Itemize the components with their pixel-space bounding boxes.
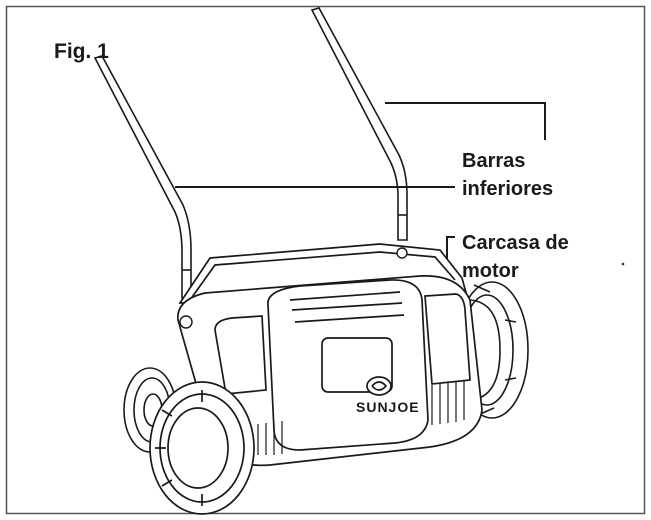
- mount-bolts: [179, 247, 408, 329]
- left-lower-bar: [93, 55, 192, 299]
- figure-title: Fig. 1: [54, 40, 109, 63]
- lower-bars-label-line2: inferiores: [462, 178, 554, 200]
- lower-bars-label-line1: Barras: [462, 150, 526, 172]
- figure-frame: [5, 5, 646, 515]
- brand-emblem: [366, 376, 392, 396]
- motor-housing: [177, 243, 483, 467]
- motor-housing-label-line1: Carcasa de: [462, 232, 569, 254]
- front-left-wheel: [149, 381, 255, 515]
- motor-housing-label-line2: motor: [462, 260, 519, 282]
- right-lower-bar: [310, 7, 408, 241]
- callout-line-right-bar: [385, 102, 546, 140]
- brand-text: SUNJOE: [356, 399, 420, 415]
- speck-mark: [621, 262, 625, 266]
